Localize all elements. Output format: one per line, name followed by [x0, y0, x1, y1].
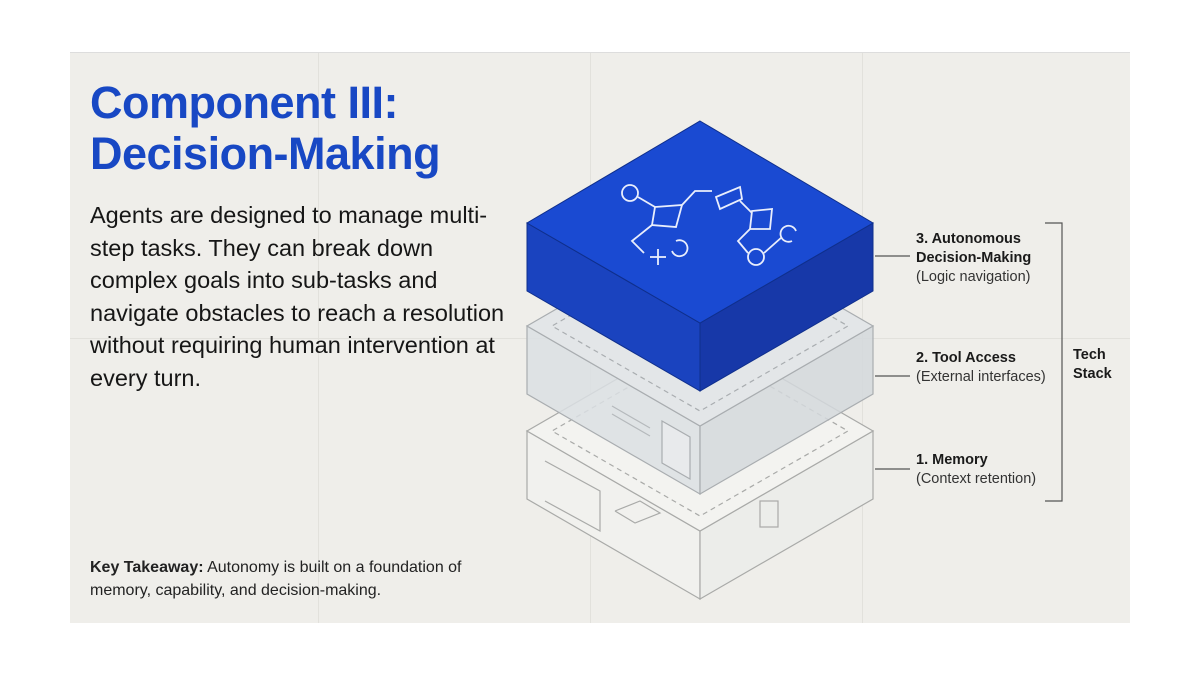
document-icon — [661, 419, 691, 481]
body-text: Agents are designed to manage multi-step… — [90, 202, 505, 391]
takeaway-label: Key Takeaway: — [90, 559, 204, 576]
layer-subtitle: (Logic navigation) — [916, 269, 1031, 285]
layer-title: 1. Memory — [916, 452, 988, 468]
layer-label-tool-access: 2. Tool Access (External interfaces) — [916, 349, 1046, 387]
title-line-1: Component III: — [90, 77, 398, 128]
tech-stack-label: Tech Stack — [1073, 347, 1112, 382]
layer-label-memory: 1. Memory (Context retention) — [916, 451, 1036, 489]
title-line-2: Decision-Making — [90, 128, 441, 179]
document-icon — [759, 500, 779, 528]
layer-subtitle: (External interfaces) — [916, 369, 1046, 385]
takeaway-text: Autonomy is built on a foundation of mem… — [90, 559, 462, 599]
decision-making-block — [526, 120, 874, 392]
key-takeaway: Key Takeaway: Autonomy is built on a fou… — [90, 556, 510, 602]
layer-title: 2. Tool Access — [916, 350, 1016, 366]
tech-stack-bracket — [1045, 222, 1063, 502]
tech-stack-diagram — [525, 120, 1063, 601]
flowchart-icon — [621, 184, 797, 266]
layer-label-decision-making: 3. Autonomous Decision-Making (Logic nav… — [916, 230, 1046, 287]
layer-subtitle: (Context retention) — [916, 471, 1037, 487]
layer-title: 3. Autonomous Decision-Making — [916, 231, 1032, 266]
slide-title: Component III: Decision-Making — [90, 77, 441, 179]
document-icon — [544, 460, 601, 533]
slide: Component III: Decision-Making Agents ar… — [70, 52, 1130, 623]
